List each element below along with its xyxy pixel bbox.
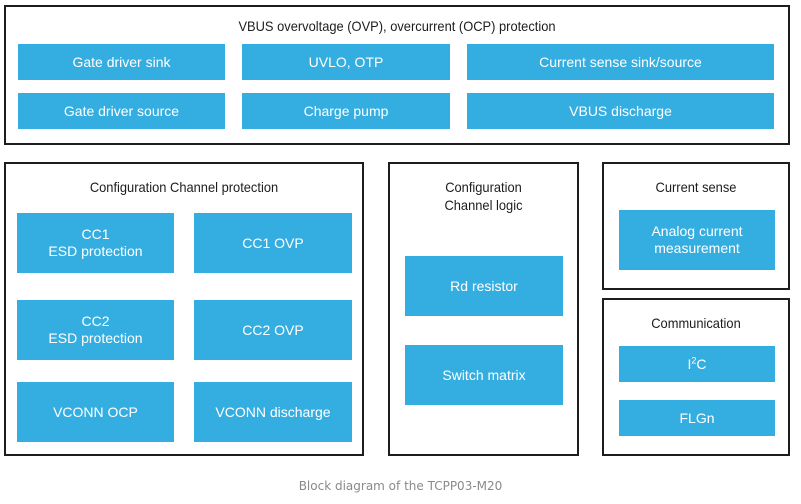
switch-matrix-block: Switch matrix	[405, 345, 563, 405]
cc2-ovp-block: CC2 OVP	[194, 300, 352, 360]
vbus-protection-panel: VBUS overvoltage (OVP), overcurrent (OCP…	[4, 5, 790, 145]
vbus-protection-title: VBUS overvoltage (OVP), overcurrent (OCP…	[238, 18, 556, 34]
current-sense-sink-source-block: Current sense sink/source	[467, 44, 774, 80]
cc-protection-title: Configuration Channel protection	[89, 179, 279, 195]
cc-logic-title: Configuration Channel logic	[444, 179, 523, 213]
i2c-block: I2C	[619, 346, 775, 382]
vconn-discharge-block: VCONN discharge	[194, 382, 352, 442]
cc1-esd-protection-block: CC1 ESD protection	[17, 213, 174, 273]
gate-driver-sink-block: Gate driver sink	[18, 44, 225, 80]
cc-logic-panel: Configuration Channel logic Rd resistor …	[388, 162, 579, 456]
communication-panel: Communication I2C FLGn	[602, 298, 790, 456]
cc-protection-panel: Configuration Channel protection CC1 ESD…	[4, 162, 364, 456]
cc1-ovp-block: CC1 OVP	[194, 213, 352, 273]
uvlo-otp-block: UVLO, OTP	[242, 44, 450, 80]
i2c-label: I2C	[687, 354, 707, 372]
charge-pump-block: Charge pump	[242, 93, 450, 129]
current-sense-title: Current sense	[655, 179, 737, 195]
gate-driver-source-block: Gate driver source	[18, 93, 225, 129]
vconn-ocp-block: VCONN OCP	[17, 382, 174, 442]
analog-current-measurement-block: Analog current measurement	[619, 210, 775, 270]
figure-caption: Block diagram of the TCPP03-M20	[298, 479, 503, 493]
current-sense-panel: Current sense Analog current measurement	[602, 162, 790, 290]
vbus-discharge-block: VBUS discharge	[467, 93, 774, 129]
communication-title: Communication	[651, 315, 741, 331]
flgn-block: FLGn	[619, 400, 775, 436]
rd-resistor-block: Rd resistor	[405, 256, 563, 316]
cc2-esd-protection-block: CC2 ESD protection	[17, 300, 174, 360]
